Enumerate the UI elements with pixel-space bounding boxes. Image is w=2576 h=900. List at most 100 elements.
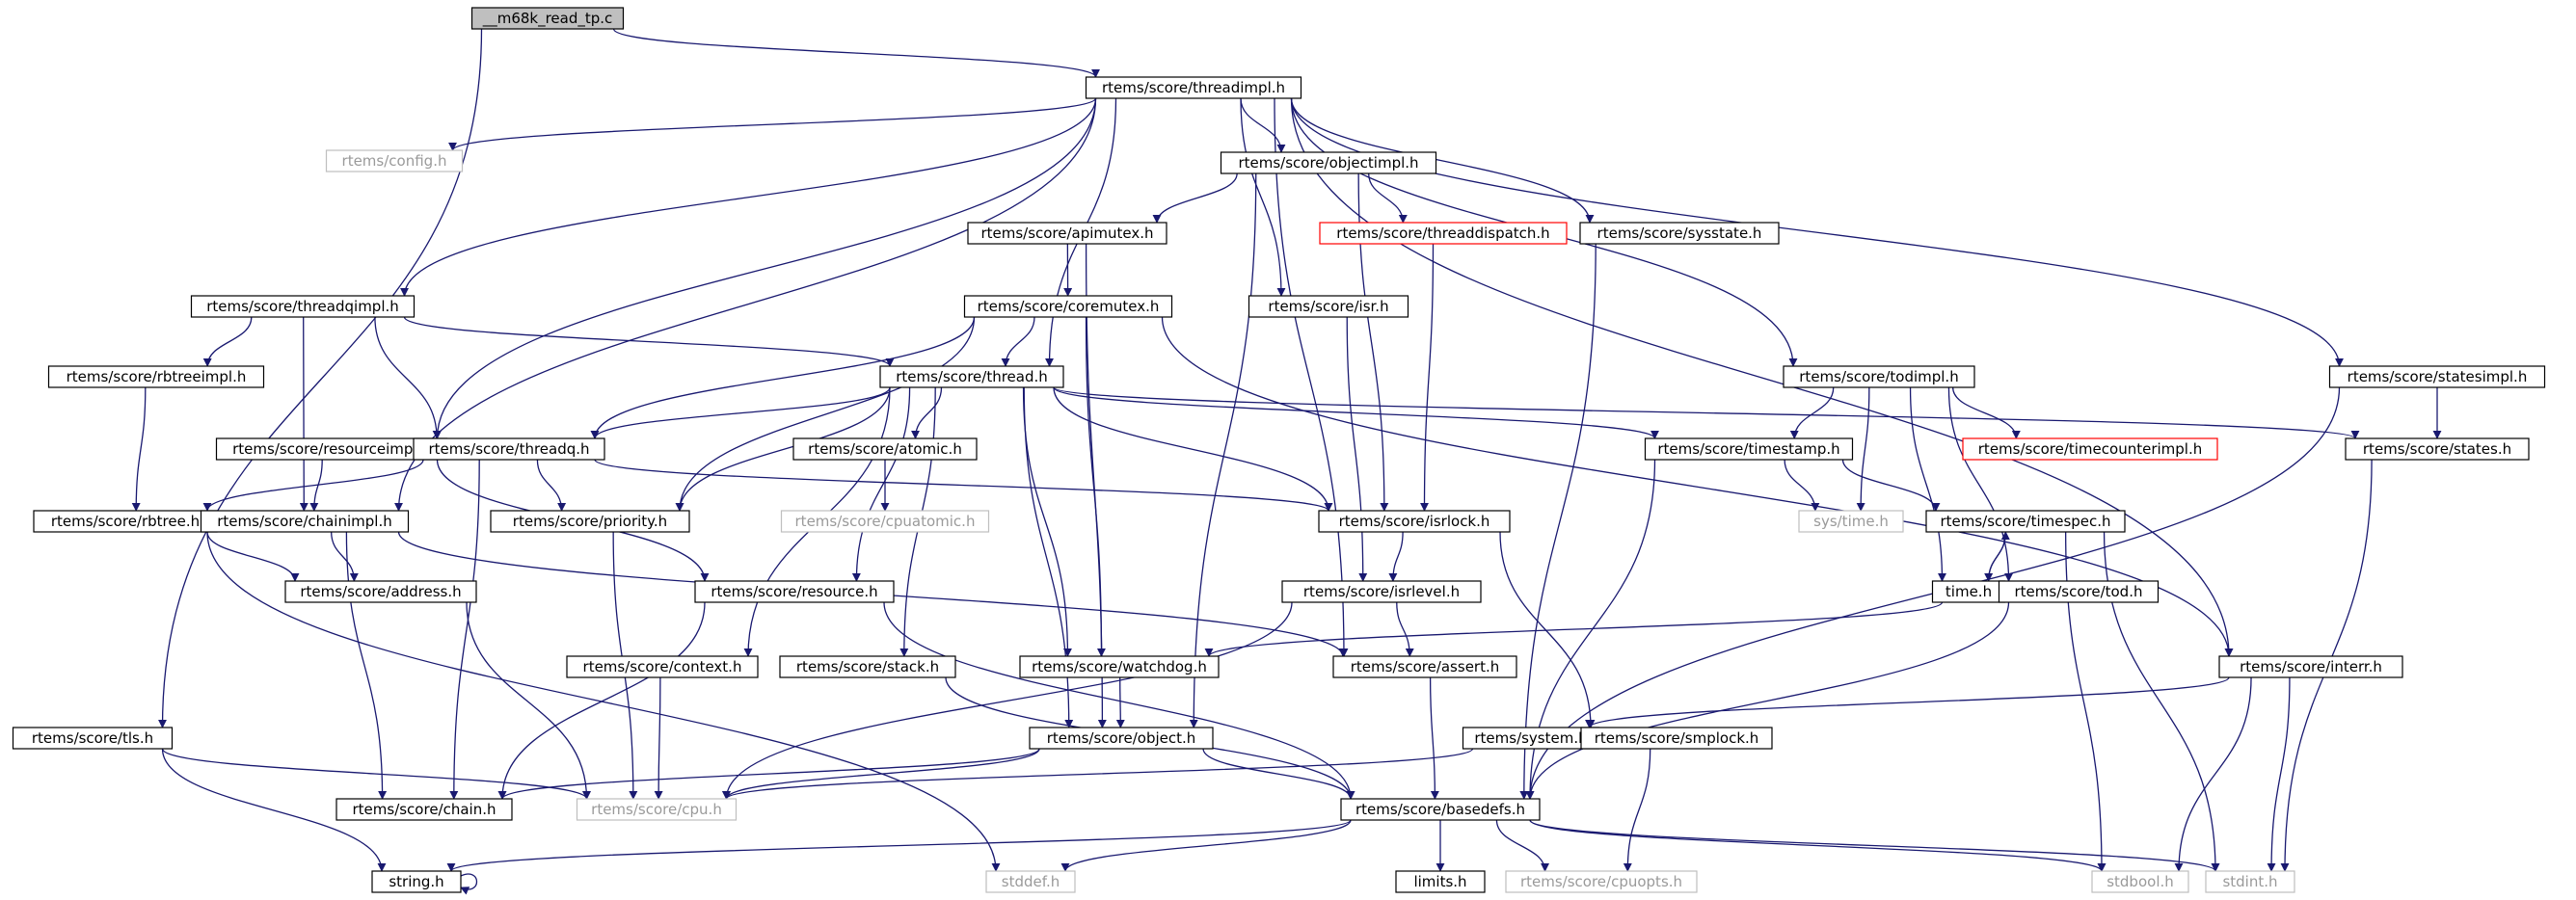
node-limits[interactable]: limits.h	[1395, 870, 1486, 893]
node-box	[1281, 580, 1482, 603]
node-threadimpl[interactable]: rtems/score/threadimpl.h	[1085, 76, 1302, 99]
edge-object-to-chain	[497, 748, 1040, 800]
node-smplock[interactable]: rtems/score/smplock.h	[1580, 727, 1773, 750]
node-interr[interactable]: rtems/score/interr.h	[2218, 655, 2403, 678]
edge-interr-to-stdbool	[2174, 676, 2252, 872]
node-basedefs[interactable]: rtems/score/basedefs.h	[1340, 798, 1541, 821]
node-box	[1644, 437, 1854, 461]
edge-objectimpl-to-apimutex	[1152, 172, 1238, 224]
edge-basedefs-to-stdbool	[1529, 819, 2106, 872]
edge-todimpl-to-timecounterimpl	[1952, 386, 2021, 439]
node-box	[1505, 870, 1698, 893]
node-threaddispatch[interactable]: rtems/score/threaddispatch.h	[1319, 222, 1568, 245]
node-isr[interactable]: rtems/score/isr.h	[1248, 295, 1409, 318]
node-cpuatomic[interactable]: rtems/score/cpuatomic.h	[780, 510, 990, 533]
node-label: rtems/score/rbtreeimpl.h	[67, 368, 247, 385]
node-assert[interactable]: rtems/score/assert.h	[1332, 655, 1517, 678]
node-box	[1395, 870, 1486, 893]
node-stringh[interactable]: string.h	[371, 870, 462, 893]
node-label: rtems/system.h	[1474, 729, 1587, 747]
node-label: rtems/score/cpuopts.h	[1520, 873, 1682, 890]
node-box	[967, 222, 1167, 245]
node-label: rtems/score/sysstate.h	[1597, 225, 1762, 242]
edge-thread-to-atomic	[911, 386, 943, 439]
node-systime[interactable]: sys/time.h	[1798, 510, 1904, 533]
node-stddef[interactable]: stddef.h	[985, 870, 1076, 893]
node-timestamp[interactable]: rtems/score/timestamp.h	[1644, 437, 1854, 461]
edge-threadimpl-to-sysstate	[1290, 97, 1595, 224]
edge-basedefs-to-stringh	[446, 819, 1352, 872]
node-system[interactable]: rtems/system.h	[1462, 727, 1600, 750]
node-timecounterimpl[interactable]: rtems/score/timecounterimpl.h	[1962, 437, 2218, 461]
edge-threadimpl-to-statesimpl	[1290, 97, 2344, 367]
node-todimpl[interactable]: rtems/score/todimpl.h	[1783, 365, 1975, 388]
node-atomic[interactable]: rtems/score/atomic.h	[792, 437, 978, 461]
node-watchdog[interactable]: rtems/score/watchdog.h	[1019, 655, 1220, 678]
node-rbtreeimpl[interactable]: rtems/score/rbtreeimpl.h	[47, 365, 265, 388]
node-tls[interactable]: rtems/score/tls.h	[12, 727, 174, 750]
node-box	[200, 510, 410, 533]
node-cpuopts[interactable]: rtems/score/cpuopts.h	[1505, 870, 1698, 893]
node-root[interactable]: __m68k_read_tp.c	[470, 7, 625, 30]
node-priority[interactable]: rtems/score/priority.h	[490, 510, 690, 533]
edge-tls-to-stringh	[161, 748, 387, 872]
node-label: rtems/score/address.h	[300, 583, 461, 600]
node-address[interactable]: rtems/score/address.h	[284, 580, 477, 603]
node-coremutex[interactable]: rtems/score/coremutex.h	[963, 295, 1173, 318]
node-box	[779, 655, 956, 678]
node-objectimpl[interactable]: rtems/score/objectimpl.h	[1220, 151, 1437, 174]
node-object[interactable]: rtems/score/object.h	[1029, 727, 1214, 750]
node-time[interactable]: time.h	[1931, 580, 2006, 603]
node-box	[985, 870, 1076, 893]
node-label: rtems/score/stack.h	[796, 658, 939, 675]
edge-threadqimpl-to-rbtreeimpl	[202, 316, 253, 367]
node-threadq[interactable]: rtems/score/threadq.h	[413, 437, 605, 461]
node-config[interactable]: rtems/config.h	[325, 149, 464, 172]
node-label: stddef.h	[1002, 873, 1060, 890]
edge-object-to-cpu	[722, 748, 1040, 800]
node-stack[interactable]: rtems/score/stack.h	[779, 655, 956, 678]
node-rbtree[interactable]: rtems/score/rbtree.h	[33, 510, 218, 533]
node-apimutex[interactable]: rtems/score/apimutex.h	[967, 222, 1167, 245]
node-resourceimpl[interactable]: rtems/score/resourceimpl.h	[215, 437, 448, 461]
edge-time-to-watchdog	[1204, 601, 1944, 657]
edge-threadimpl-to-threadqimpl	[400, 97, 1097, 297]
edge-thread-to-threadq	[590, 386, 891, 439]
node-label: stdint.h	[2222, 873, 2277, 890]
node-isrlock[interactable]: rtems/score/isrlock.h	[1318, 510, 1511, 533]
node-label: rtems/score/threadqimpl.h	[206, 298, 399, 315]
node-label: rtems/score/smplock.h	[1595, 729, 1759, 747]
node-threadqimpl[interactable]: rtems/score/threadqimpl.h	[190, 295, 416, 318]
node-label: rtems/score/todimpl.h	[1799, 368, 1958, 385]
edge-context-to-cpu	[654, 676, 663, 800]
node-label: rtems/score/chain.h	[352, 801, 496, 818]
node-resource[interactable]: rtems/score/resource.h	[694, 580, 895, 603]
node-chain[interactable]: rtems/score/chain.h	[335, 798, 513, 821]
node-tod[interactable]: rtems/score/tod.h	[1998, 580, 2160, 603]
node-box	[2218, 655, 2403, 678]
edge-sysstate-to-basedefs	[1519, 243, 1597, 800]
node-sysstate[interactable]: rtems/score/sysstate.h	[1579, 222, 1780, 245]
node-box	[1962, 437, 2218, 461]
node-stdbool[interactable]: stdbool.h	[2091, 870, 2189, 893]
node-cpu[interactable]: rtems/score/cpu.h	[576, 798, 738, 821]
node-box	[190, 295, 416, 318]
node-states[interactable]: rtems/score/states.h	[2345, 437, 2530, 461]
node-stdint[interactable]: stdint.h	[2205, 870, 2295, 893]
node-context[interactable]: rtems/score/context.h	[566, 655, 759, 678]
node-label: rtems/score/isrlevel.h	[1303, 583, 1460, 600]
node-label: rtems/score/assert.h	[1351, 658, 1500, 675]
edge-threadimpl-to-config	[448, 97, 1097, 151]
edge-chainimpl-to-address	[331, 531, 359, 582]
node-timespec[interactable]: rtems/score/timespec.h	[1925, 510, 2126, 533]
edge-tod-to-basedefs	[1525, 601, 2010, 800]
node-label: __m68k_read_tp.c	[482, 10, 613, 28]
edge-coremutex-to-watchdog	[1085, 316, 1106, 657]
node-isrlevel[interactable]: rtems/score/isrlevel.h	[1281, 580, 1482, 603]
node-statesimpl[interactable]: rtems/score/statesimpl.h	[2328, 365, 2546, 388]
node-box	[2328, 365, 2546, 388]
nodes-layer: __m68k_read_tp.c rtems/score/threadimpl.h…	[12, 7, 2546, 893]
node-box	[1579, 222, 1780, 245]
node-chainimpl[interactable]: rtems/score/chainimpl.h	[200, 510, 410, 533]
node-thread[interactable]: rtems/score/thread.h	[879, 365, 1064, 388]
